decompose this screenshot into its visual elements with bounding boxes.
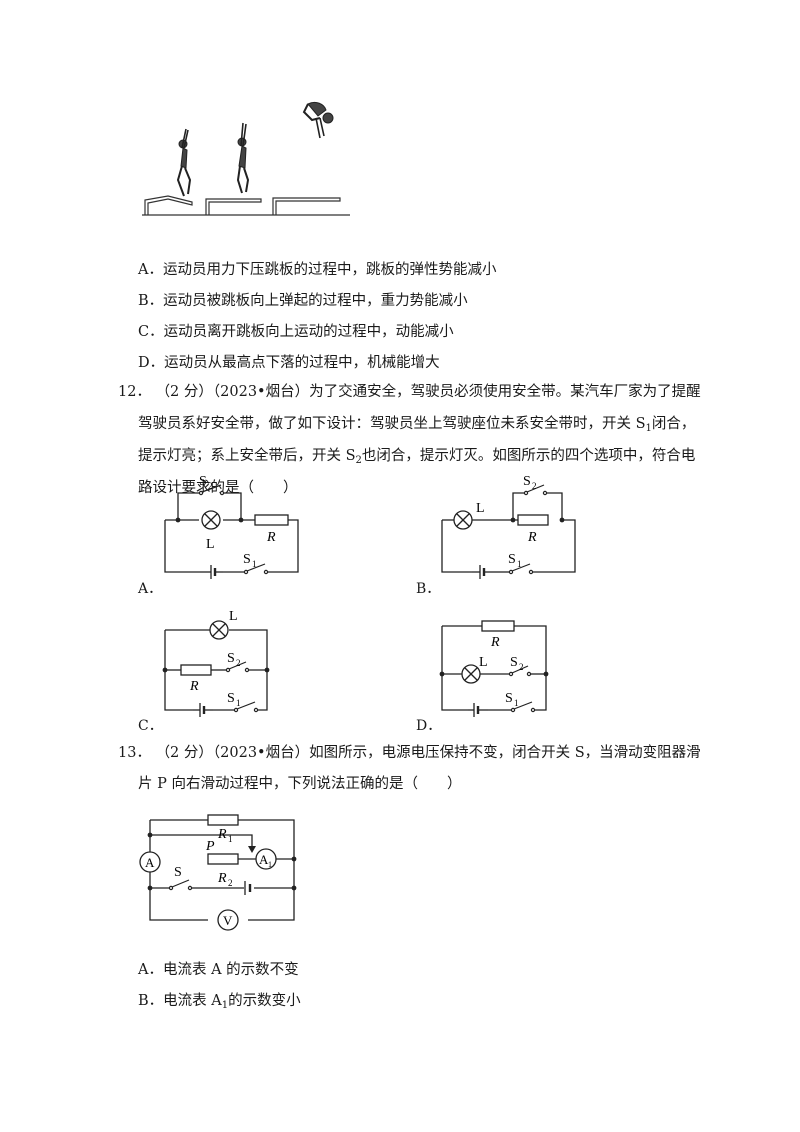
stem-text: 驾驶员系好安全带，做了如下设计：驾驶员坐上驾驶座位未系安全带时，开关 S xyxy=(138,416,646,432)
ammeter-label: A xyxy=(145,855,155,870)
stem-text: 为了交通安全，驾驶员必须使用安全带。某汽车厂家为了提醒 xyxy=(309,384,701,400)
switch-label: S xyxy=(243,552,251,567)
q13-circuit[interactable]: A A 1 V R 1 P R 2 S xyxy=(132,800,312,935)
question-number: 13． xyxy=(118,745,151,761)
subscript: 2 xyxy=(532,481,537,491)
option-text: 运动员离开跳板向上运动的过程中，动能减小 xyxy=(163,324,454,340)
q11-option-c[interactable]: C．运动员离开跳板向上运动的过程中，动能减小 xyxy=(138,322,454,342)
q12-circuit-b[interactable]: L S 2 R S 1 xyxy=(432,468,592,583)
diver-figure-3 xyxy=(302,101,334,139)
subscript: 1 xyxy=(228,834,233,844)
diver-figure-2 xyxy=(236,122,250,194)
subscript: 2 xyxy=(236,658,241,668)
subscript: 1 xyxy=(221,1000,229,1011)
lamp-label: L xyxy=(476,501,485,516)
voltmeter-label: V xyxy=(223,913,233,928)
slider-label: P xyxy=(205,839,215,854)
q12-circuit-a[interactable]: S 2 L R S 1 xyxy=(155,468,315,583)
option-letter: D． xyxy=(138,355,165,371)
subscript: 1 xyxy=(514,698,519,708)
option-letter: B． xyxy=(138,993,164,1009)
q12-stem-line-3: 提示灯亮；系上安全带后，开关 S2也闭合，提示灯灭。如图所示的四个选项中，符合电 xyxy=(138,446,695,466)
switch-label: S xyxy=(199,474,207,489)
q12-circuit-c[interactable]: L S 2 R S 1 xyxy=(155,606,315,721)
option-letter: B． xyxy=(138,293,164,309)
switch-label: S xyxy=(523,474,531,489)
option-text: 电流表 A xyxy=(163,993,222,1009)
resistor-label: R xyxy=(527,530,537,545)
stem-text: 路设计要求的是（ ） xyxy=(138,480,298,496)
question-number: 12． xyxy=(118,384,151,400)
subscript: 2 xyxy=(208,481,213,491)
switch-label: S xyxy=(174,865,182,880)
switch-label: S xyxy=(227,651,235,666)
stem-text: 片 P 向右滑动过程中，下列说法正确的是（ ） xyxy=(138,776,462,792)
question-score: （2 分） xyxy=(155,745,213,761)
q12-stem-line-2: 驾驶员系好安全带，做了如下设计：驾驶员坐上驾驶座位未系安全带时，开关 S1闭合， xyxy=(138,414,695,434)
question-source: （2023•烟台） xyxy=(212,745,310,761)
switch-label: S xyxy=(510,655,518,670)
question-source: （2023•烟台） xyxy=(212,384,310,400)
q13-option-a[interactable]: A．电流表 A 的示数不变 xyxy=(138,960,299,980)
resistor-label: R xyxy=(189,679,199,694)
resistor-label: R xyxy=(266,530,276,545)
subscript: 1 xyxy=(517,559,522,569)
option-text: 运动员用力下压跳板的过程中，跳板的弹性势能减小 xyxy=(162,262,497,278)
q11-option-a[interactable]: A．运动员用力下压跳板的过程中，跳板的弹性势能减小 xyxy=(138,260,496,280)
q13-stem-line-1: 13． （2 分）（2023•烟台）如图所示，电源电压保持不变，闭合开关 S，当… xyxy=(118,743,701,763)
option-text: 运动员被跳板向上弹起的过程中，重力势能减小 xyxy=(163,293,468,309)
q13-option-b[interactable]: B．电流表 A1的示数变小 xyxy=(138,991,301,1011)
subscript: 1 xyxy=(268,860,272,869)
ammeter-label: A xyxy=(259,852,269,867)
option-text: 的示数变小 xyxy=(228,993,301,1009)
option-text: 电流表 A 的示数不变 xyxy=(162,962,299,978)
subscript: 2 xyxy=(228,878,233,888)
switch-label: S xyxy=(508,552,516,567)
q11-option-b[interactable]: B．运动员被跳板向上弹起的过程中，重力势能减小 xyxy=(138,291,468,311)
option-letter: C． xyxy=(138,324,164,340)
subscript: 1 xyxy=(252,559,257,569)
q12-label-c: C． xyxy=(138,718,163,734)
subscript: 1 xyxy=(645,423,652,434)
q12-stem-line-1: 12． （2 分）（2023•烟台）为了交通安全，驾驶员必须使用安全带。某汽车厂… xyxy=(118,382,701,402)
stem-text: 如图所示，电源电压保持不变，闭合开关 S，当滑动变阻器滑 xyxy=(309,745,701,761)
question-score: （2 分） xyxy=(155,384,213,400)
stem-text: 提示灯亮；系上安全带后，开关 S xyxy=(138,448,356,464)
diver-figure-1 xyxy=(176,128,192,197)
q12-label-d: D． xyxy=(416,718,442,734)
diving-illustration xyxy=(142,101,350,216)
lamp-label: L xyxy=(479,655,488,670)
stem-text: 闭合， xyxy=(651,416,696,432)
resistor-label: R xyxy=(217,871,227,886)
switch-label: S xyxy=(505,691,513,706)
option-letter: A． xyxy=(138,262,163,278)
option-letter: A． xyxy=(138,962,163,978)
switch-label: S xyxy=(227,691,235,706)
q12-label-b: B． xyxy=(416,581,441,597)
resistor-label: R xyxy=(490,635,500,650)
subscript: 1 xyxy=(236,698,241,708)
subscript: 2 xyxy=(355,455,362,466)
q12-circuit-d[interactable]: R L S 2 S 1 xyxy=(432,606,592,721)
q13-stem-line-2: 片 P 向右滑动过程中，下列说法正确的是（ ） xyxy=(138,774,461,794)
option-text: 运动员从最高点下落的过程中，机械能增大 xyxy=(164,355,440,371)
subscript: 2 xyxy=(519,662,524,672)
q12-label-a: A． xyxy=(138,581,163,597)
q11-option-d[interactable]: D．运动员从最高点下落的过程中，机械能增大 xyxy=(138,353,440,373)
stem-text: 也闭合，提示灯灭。如图所示的四个选项中，符合电 xyxy=(361,448,696,464)
lamp-label: L xyxy=(206,537,215,552)
q12-stem-line-4: 路设计要求的是（ ） xyxy=(138,478,298,498)
lamp-label: L xyxy=(229,609,238,624)
resistor-label: R xyxy=(217,827,227,842)
